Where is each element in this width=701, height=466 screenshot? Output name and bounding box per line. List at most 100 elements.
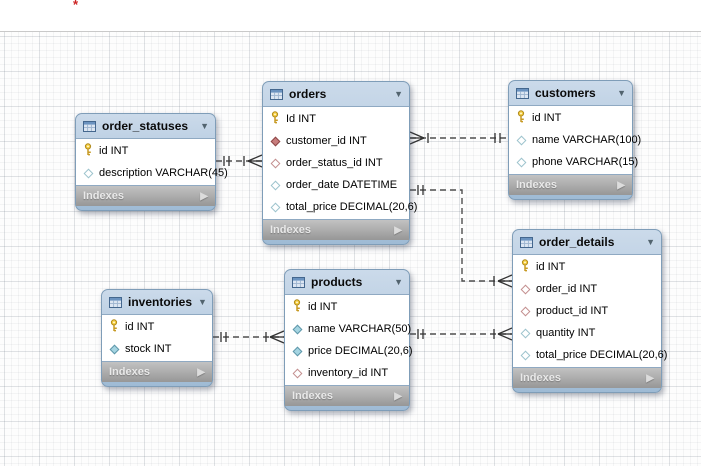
column-label: quantity INT xyxy=(536,327,596,339)
table-title: products xyxy=(311,275,363,289)
column-nullable-icon xyxy=(516,135,526,145)
table-title: order_statuses xyxy=(102,119,189,133)
unsaved-changes-marker: * xyxy=(73,0,79,12)
column-label: price DECIMAL(20,6) xyxy=(308,345,413,357)
primary-key-icon xyxy=(516,110,526,126)
column-row[interactable]: total_price DECIMAL(20,6) xyxy=(263,196,417,218)
indexes-label: Indexes xyxy=(109,366,150,378)
expand-arrow-icon[interactable]: ▶ xyxy=(394,390,402,402)
relationship-orders-order_details[interactable] xyxy=(410,189,512,282)
indexes-bar[interactable]: Indexes ▶ xyxy=(102,362,212,382)
indexes-bar[interactable]: Indexes ▶ xyxy=(76,186,215,206)
table-title: customers xyxy=(535,86,596,100)
column-nullable-icon xyxy=(270,180,280,190)
column-label: inventory_id INT xyxy=(308,367,389,379)
column-label: stock INT xyxy=(125,343,172,355)
column-row[interactable]: id INT xyxy=(513,256,661,278)
column-nullable-icon xyxy=(520,350,530,360)
table-title: inventories xyxy=(128,295,193,309)
foreign-key-notnull-icon xyxy=(270,136,280,146)
table-orders[interactable]: orders ▼ Id INT customer_id INT order_status… xyxy=(262,81,417,245)
table-order_details[interactable]: order_details ▼ id INT order_id INT product_… xyxy=(512,229,667,393)
expand-arrow-icon[interactable]: ▶ xyxy=(646,372,654,384)
column-row[interactable]: name VARCHAR(100) xyxy=(509,129,641,151)
foreign-key-icon xyxy=(520,284,530,294)
table-header[interactable]: products ▼ xyxy=(285,270,409,294)
collapse-arrow-icon[interactable]: ▼ xyxy=(617,88,626,98)
collapse-arrow-icon[interactable]: ▼ xyxy=(394,89,403,99)
indexes-bar[interactable]: Indexes▶ xyxy=(509,175,632,195)
column-row[interactable]: stock INT xyxy=(102,338,212,360)
column-label: id INT xyxy=(308,301,338,313)
table-header[interactable]: order_details ▼ xyxy=(513,230,661,254)
collapse-arrow-icon[interactable]: ▼ xyxy=(200,121,209,131)
column-notnull-icon xyxy=(292,346,302,356)
table-products[interactable]: products ▼ id INT name VARCHAR(50) price DEC… xyxy=(284,269,413,411)
primary-key-icon xyxy=(109,319,119,335)
columns-list: id INT name VARCHAR(100) phone VARCHAR(15) xyxy=(509,105,641,175)
indexes-bar[interactable]: Indexes ▶ xyxy=(285,386,409,406)
column-label: description VARCHAR(45) xyxy=(99,167,228,179)
table-icon xyxy=(270,88,283,100)
column-row[interactable]: quantity INT xyxy=(513,322,661,344)
primary-key-icon xyxy=(270,111,280,127)
collapse-arrow-icon[interactable]: ▼ xyxy=(394,277,403,287)
canvas-top-margin: * xyxy=(0,0,701,31)
table-header[interactable]: inventories ▼ xyxy=(102,290,212,314)
indexes-label: Indexes xyxy=(83,190,124,202)
column-row[interactable]: product_id INT xyxy=(513,300,661,322)
column-row[interactable]: inventory_id INT xyxy=(285,362,409,384)
column-row[interactable]: order_date DATETIME xyxy=(263,174,409,196)
column-row[interactable]: phone VARCHAR(15) xyxy=(509,151,638,173)
column-notnull-icon xyxy=(109,344,119,354)
table-icon xyxy=(292,276,305,288)
column-row[interactable]: total_price DECIMAL(20,6) xyxy=(513,344,667,366)
column-row[interactable]: id INT xyxy=(76,140,215,162)
column-label: id INT xyxy=(99,145,129,157)
column-label: phone VARCHAR(15) xyxy=(532,156,639,168)
table-header[interactable]: orders ▼ xyxy=(263,82,409,106)
column-row[interactable]: order_id INT xyxy=(513,278,661,300)
indexes-label: Indexes xyxy=(270,224,311,236)
column-row[interactable]: order_status_id INT xyxy=(263,152,409,174)
column-row[interactable]: customer_id INT xyxy=(263,130,409,152)
columns-list: id INT order_id INT product_id INT quantity… xyxy=(513,254,667,368)
table-order_statuses[interactable]: order_statuses ▼ id INT description VARCHAR… xyxy=(75,113,228,211)
table-title: order_details xyxy=(539,235,615,249)
expand-arrow-icon[interactable]: ▶ xyxy=(200,190,208,202)
column-row[interactable]: id INT xyxy=(102,316,212,338)
columns-list: id INT description VARCHAR(45) xyxy=(76,138,228,186)
expand-arrow-icon[interactable]: ▶ xyxy=(617,179,625,191)
table-icon xyxy=(516,87,529,99)
column-row[interactable]: id INT xyxy=(509,107,632,129)
column-label: order_id INT xyxy=(536,283,598,295)
column-nullable-icon xyxy=(270,202,280,212)
column-label: order_date DATETIME xyxy=(286,179,398,191)
table-header[interactable]: order_statuses ▼ xyxy=(76,114,215,138)
column-label: id INT xyxy=(532,112,562,124)
column-label: name VARCHAR(100) xyxy=(532,134,642,146)
column-row[interactable]: id INT xyxy=(285,296,409,318)
column-label: customer_id INT xyxy=(286,135,367,147)
table-header[interactable]: customers ▼ xyxy=(509,81,632,105)
indexes-bar[interactable]: Indexes ▶ xyxy=(263,220,409,240)
column-label: total_price DECIMAL(20,6) xyxy=(286,201,418,213)
expand-arrow-icon[interactable]: ▶ xyxy=(394,224,402,236)
column-row[interactable]: name VARCHAR(50) xyxy=(285,318,411,340)
column-label: order_status_id INT xyxy=(286,157,383,169)
indexes-label: Indexes xyxy=(292,390,333,402)
column-row[interactable]: description VARCHAR(45) xyxy=(76,162,228,184)
collapse-arrow-icon[interactable]: ▼ xyxy=(198,297,207,307)
table-icon xyxy=(83,120,96,132)
columns-list: id INT name VARCHAR(50) price DECIMAL(20,6… xyxy=(285,294,413,386)
foreign-key-icon xyxy=(292,368,302,378)
table-inventories[interactable]: inventories ▼ id INT stock INT Indexes ▶ xyxy=(101,289,213,387)
table-title: orders xyxy=(289,87,327,101)
expand-arrow-icon[interactable]: ▶ xyxy=(197,366,205,378)
column-row[interactable]: price DECIMAL(20,6) xyxy=(285,340,413,362)
indexes-bar[interactable]: Indexes▶ xyxy=(513,368,661,388)
collapse-arrow-icon[interactable]: ▼ xyxy=(646,237,655,247)
column-row[interactable]: Id INT xyxy=(263,108,409,130)
table-customers[interactable]: customers ▼ id INT name VARCHAR(100) phone V… xyxy=(508,80,641,200)
